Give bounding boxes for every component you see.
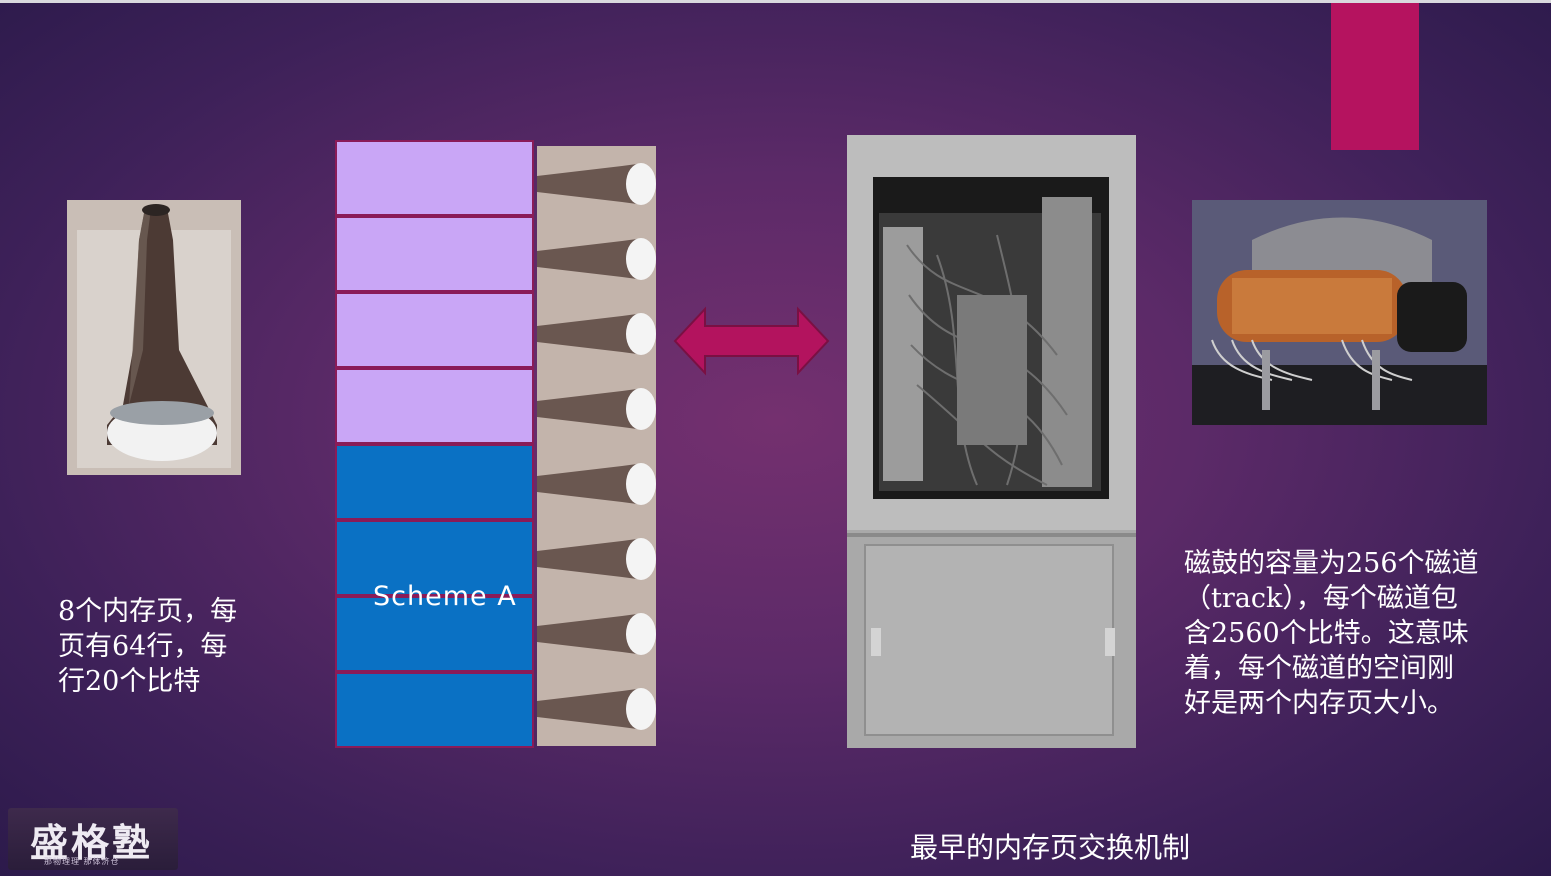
double-arrow-icon: [673, 306, 830, 376]
core-thumbnail: [537, 371, 656, 446]
core-photo-strip: [537, 146, 656, 748]
memory-page-cell: [335, 216, 534, 292]
right-caption-line: （track），每个磁道包: [1184, 583, 1458, 614]
core-thumbnail: [537, 671, 656, 746]
core-thumbnail: [537, 221, 656, 296]
memory-page-cell: [335, 520, 534, 596]
top-border-line: [0, 0, 1551, 3]
core-thumbnail: [537, 596, 656, 671]
magnetic-drum-photo: [1192, 200, 1487, 425]
core-thumbnail: [537, 521, 656, 596]
memory-page-cell: [335, 444, 534, 520]
memory-page-cell: [335, 368, 534, 444]
logo: 盛格塾 那物理理 那体济仓: [8, 808, 178, 870]
core-memory-photo: [67, 200, 241, 475]
right-caption-line: 含2560个比特。这意味: [1184, 618, 1469, 649]
right-caption-line: 好是两个内存页大小。: [1184, 688, 1454, 719]
core-thumbnail: [537, 296, 656, 371]
memory-page-cell: [335, 140, 534, 216]
memory-page-cell: [335, 596, 534, 672]
right-caption-line: 着，每个磁道的空间刚: [1184, 653, 1454, 684]
core-thumbnail: [537, 446, 656, 521]
left-caption: 8个内存页，每 页有64行，每 行20个比特: [58, 594, 268, 699]
bottom-caption: 最早的内存页交换机制: [910, 831, 1191, 864]
accent-bar: [1331, 3, 1419, 150]
memory-page-cell: [335, 292, 534, 368]
logo-subtitle: 那物理理 那体济仓: [44, 857, 120, 866]
right-caption-line: 磁鼓的容量为256个磁道: [1184, 548, 1479, 579]
right-caption: 磁鼓的容量为256个磁道 （track），每个磁道包 含2560个比特。这意味 …: [1184, 546, 1504, 721]
core-thumbnail: [537, 146, 656, 221]
left-caption-line: 行20个比特: [58, 666, 201, 697]
left-caption-line: 8个内存页，每: [58, 596, 238, 627]
drum-cabinet-photo: [847, 135, 1136, 748]
logo-text: 盛格塾: [30, 820, 154, 865]
memory-page-cell: [335, 672, 534, 748]
scheme-label: Scheme A: [373, 581, 517, 612]
memory-page-column: [335, 140, 534, 748]
left-caption-line: 页有64行，每: [58, 631, 228, 662]
